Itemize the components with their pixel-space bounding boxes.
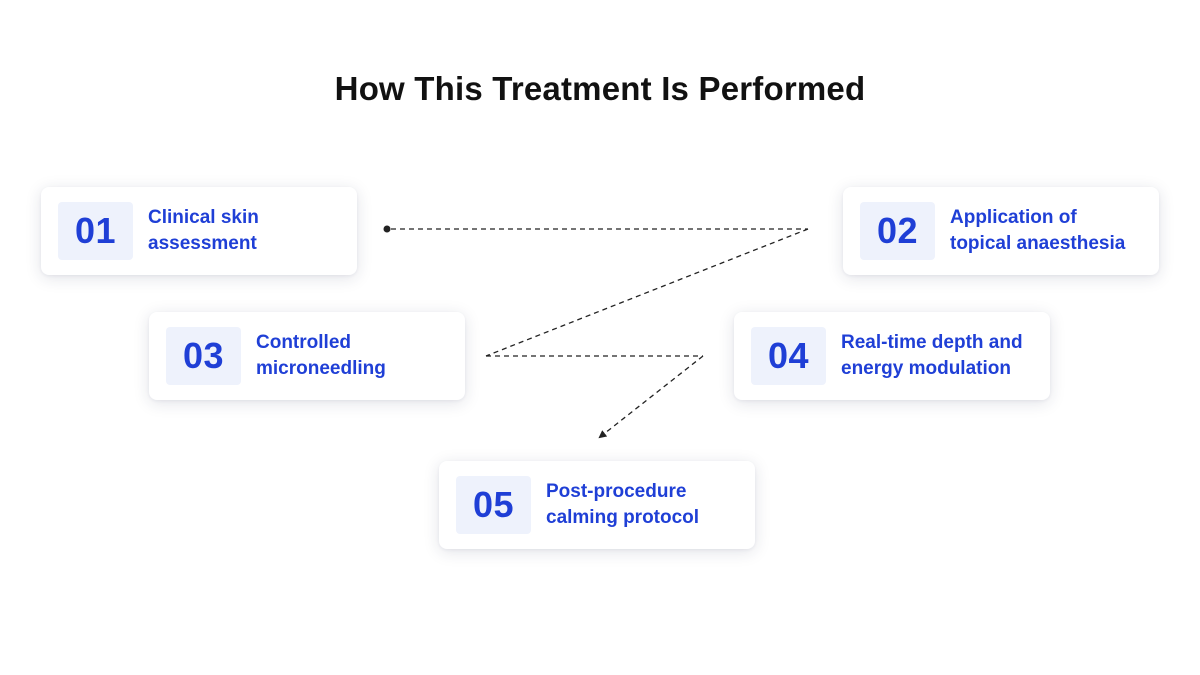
step-label-line: calming protocol <box>546 507 700 528</box>
page-title: How This Treatment Is Performed <box>334 70 866 107</box>
step-card-04: 04 Real-time depth and energy modulation <box>734 312 1050 400</box>
step-label: Real-time depth and energy modulation <box>841 330 1041 382</box>
step-label: Post-procedure calming protocol <box>546 479 746 531</box>
step-label: Controlled microneedling <box>256 330 456 382</box>
step-label: Application of topical anaesthesia <box>950 205 1150 257</box>
step-label-line: Clinical skin <box>148 207 259 228</box>
step-label: Clinical skin assessment <box>148 205 348 257</box>
step-label-line: topical anaesthesia <box>950 233 1126 254</box>
step-label-line: Controlled <box>256 332 351 353</box>
step-label-line: microneedling <box>256 358 386 379</box>
step-card-05: 05 Post-procedure calming protocol <box>439 461 755 549</box>
step-number: 05 <box>456 476 531 534</box>
step-label-line: Real-time depth and <box>841 332 1023 353</box>
step-label-line: energy modulation <box>841 358 1011 379</box>
step-number: 03 <box>166 327 241 385</box>
step-number: 01 <box>58 202 133 260</box>
step-label-line: assessment <box>148 233 257 254</box>
step-label-line: Application of <box>950 207 1077 228</box>
step-number: 02 <box>860 202 935 260</box>
connector-start-dot <box>383 225 391 233</box>
step-label-line: Post-procedure <box>546 481 687 502</box>
step-card-01: 01 Clinical skin assessment <box>41 187 357 275</box>
connector-04-to-05 <box>598 355 704 439</box>
step-card-03: 03 Controlled microneedling <box>149 312 465 400</box>
step-card-02: 02 Application of topical anaesthesia <box>843 187 1159 275</box>
step-number: 04 <box>751 327 826 385</box>
